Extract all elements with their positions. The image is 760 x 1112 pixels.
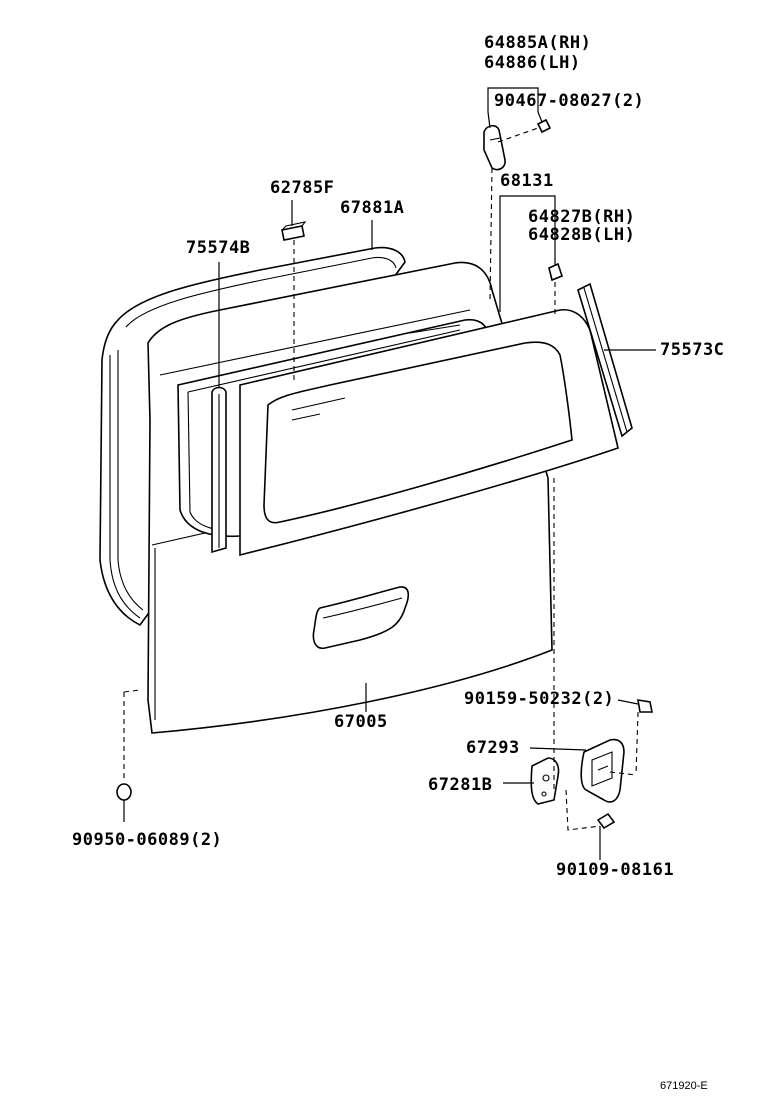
label-67005: 67005 <box>334 712 388 732</box>
label-68131: 68131 <box>500 171 554 191</box>
label-67281b: 67281B <box>428 775 492 795</box>
striker-67281b <box>530 757 560 805</box>
weatherstrip-75574b <box>211 386 227 554</box>
bolt-90159 <box>637 699 653 713</box>
cap-90950 <box>116 783 132 801</box>
weatherstrip-75573c <box>577 282 633 438</box>
label-90467: 90467-08027(2) <box>494 91 644 111</box>
clip-62785f <box>281 221 307 241</box>
label-75574b: 75574B <box>186 238 250 258</box>
label-64886: 64886(LH) <box>484 53 581 73</box>
label-67293: 67293 <box>466 738 520 758</box>
garnish-64885a <box>483 124 506 171</box>
leader-lines <box>123 87 656 860</box>
figure-code: 671920-E <box>660 1080 708 1092</box>
label-90950: 90950-06089(2) <box>72 830 222 850</box>
label-64828b: 64828B(LH) <box>528 225 635 245</box>
label-90109: 90109-08161 <box>556 860 674 880</box>
label-62785f: 62785F <box>270 178 334 198</box>
label-64885a: 64885A(RH) <box>484 33 591 53</box>
label-67881a: 67881A <box>340 198 404 218</box>
stopper-64827b <box>548 262 563 282</box>
screw-90467 <box>536 118 552 134</box>
back-window-glass <box>239 308 619 557</box>
label-64827b: 64827B(RH) <box>528 207 635 227</box>
lock-67293 <box>580 738 625 803</box>
part-labels: 64885A(RH) 64886(LH) 90467-08027(2) 6813… <box>72 33 724 880</box>
label-90159: 90159-50232(2) <box>464 689 614 709</box>
assembly-lines <box>123 127 639 831</box>
label-75573c: 75573C <box>660 340 724 360</box>
bolt-90109 <box>596 812 616 830</box>
